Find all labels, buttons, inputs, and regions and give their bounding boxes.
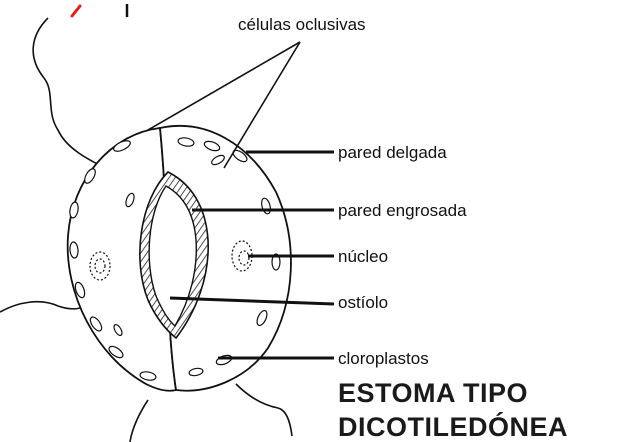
label-ostiole: ostíolo: [338, 293, 388, 312]
label-nucleus: núcleo: [338, 247, 388, 266]
label-thick-wall: pared engrosada: [338, 201, 467, 220]
label-thin-wall: pared delgada: [338, 143, 447, 162]
label-chloroplasts: cloroplastos: [338, 349, 429, 368]
epidermal-cell-outline-bottom: [236, 384, 292, 436]
epidermal-cell-outline-left: [0, 302, 84, 312]
diagram-title-line1: ESTOMA TIPO: [338, 378, 528, 408]
epidermal-cell-outline-bottom-left: [130, 400, 148, 442]
diagram-title-line2: DICOTILEDÓNEA: [338, 411, 568, 442]
red-mark: [72, 6, 80, 16]
label-guard-cells: células oclusivas: [238, 15, 366, 34]
